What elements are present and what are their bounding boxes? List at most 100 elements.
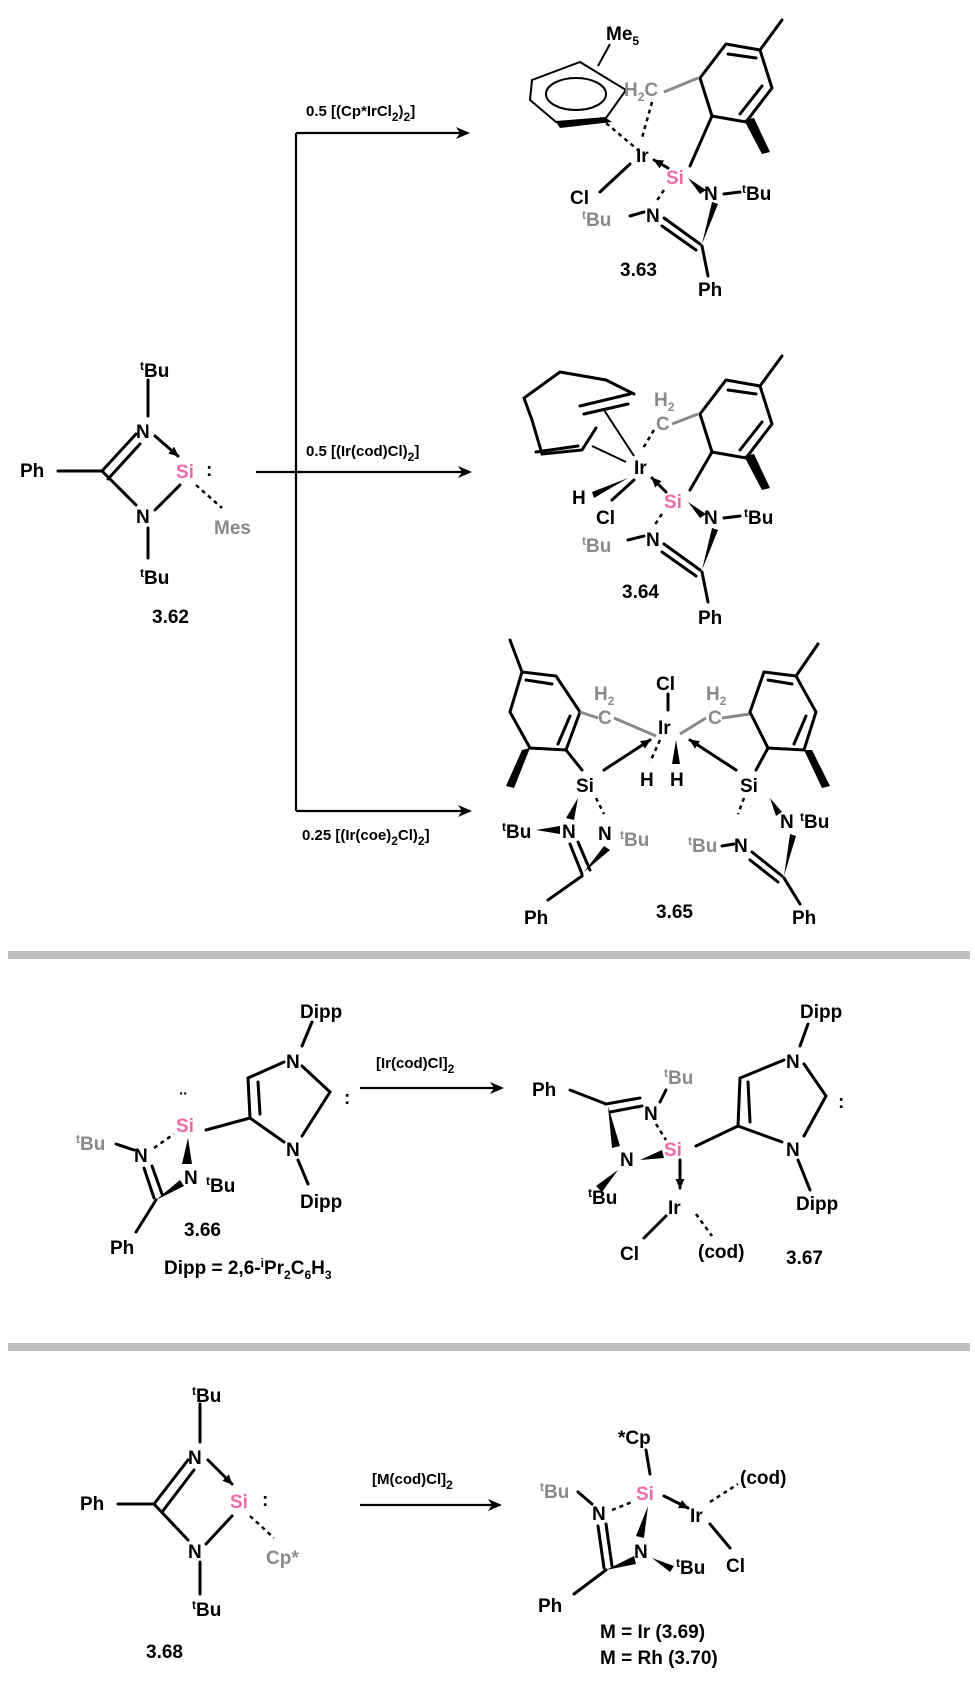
si-atom: Si: [230, 1492, 248, 1513]
dative-arrow: [206, 1458, 234, 1486]
bond: [688, 114, 714, 168]
bond: [796, 1158, 812, 1192]
mes-group: Mes: [214, 518, 251, 539]
compound-3-67: Ph tBu N N Si tBu Ir Cl (cod) N N: [532, 1002, 844, 1269]
ir-atom: Ir: [668, 1198, 681, 1219]
si-atom-right: Si: [740, 776, 758, 797]
hash-bond: [652, 513, 664, 527]
wedge: [608, 1106, 620, 1148]
hash-bond: [736, 797, 746, 815]
n-atom-bottom: N: [136, 507, 150, 528]
section-1: tBu N Ph Si : N Mes tBu 3.62 0.5 [(: [20, 18, 830, 929]
bond: [598, 162, 632, 194]
section-divider-1: [8, 951, 970, 959]
n-atom: N: [646, 206, 660, 227]
hash-bond: [195, 484, 223, 509]
cod-ring-upper: [522, 370, 636, 422]
bond: [722, 514, 742, 520]
si-atom: Si: [176, 462, 194, 483]
wedge: [784, 834, 796, 876]
bond: [694, 1124, 740, 1148]
imidazole-ring: [736, 1058, 786, 1128]
tbu-bottom: tBu: [140, 566, 169, 589]
tbu-label: tBu: [588, 1186, 617, 1209]
bond: [660, 550, 698, 578]
bond: [726, 52, 758, 60]
wedge: [652, 1558, 674, 1572]
bond: [524, 678, 554, 686]
bond: [106, 442, 142, 481]
bond: [792, 714, 808, 746]
compound-3-62: tBu N Ph Si : N Mes tBu 3.62: [20, 359, 251, 628]
bond: [564, 748, 584, 772]
bond: [604, 1096, 642, 1106]
wedge: [536, 826, 560, 834]
cl-atom: Cl: [596, 508, 615, 529]
tbu-gray: tBu: [582, 534, 611, 557]
hash-bond: [594, 797, 606, 815]
dative-arrow: [153, 434, 180, 458]
bond: [153, 483, 182, 512]
wedge: [566, 798, 578, 820]
compound-label: 3.67: [786, 1248, 823, 1269]
methyl-wedge: [744, 118, 770, 154]
bond: [644, 1448, 652, 1476]
cl-atom: Cl: [656, 674, 675, 695]
wedge: [606, 1556, 636, 1570]
wedge: [702, 528, 718, 570]
compound-label: 3.66: [184, 1220, 221, 1241]
wedge: [672, 740, 680, 764]
n-atom: N: [562, 822, 576, 843]
n-atom-top: N: [136, 422, 150, 443]
n-atom-bottom: N: [188, 1542, 202, 1563]
n-tbu-right: N: [704, 184, 718, 205]
bond: [300, 1064, 332, 1094]
bond: [160, 1468, 196, 1514]
bond: [582, 402, 630, 416]
compound-label: 3.64: [622, 582, 659, 603]
bond: [722, 190, 742, 196]
bond: [720, 842, 736, 848]
lone-pair: :: [206, 460, 212, 481]
me5-label: Me5: [606, 24, 639, 48]
n-atom: N: [286, 1140, 300, 1161]
c-right: C: [708, 708, 722, 729]
dipp-top: Dipp: [800, 1002, 842, 1023]
h2-right: H2: [706, 684, 727, 708]
bond: [738, 420, 764, 452]
compound-3-65: H2 C Cl Ir H2 C H H Si tBu N: [502, 638, 830, 929]
hash-bond: [640, 429, 656, 451]
bond: [782, 876, 802, 906]
bond: [604, 1522, 614, 1568]
cp-star: *Cp: [618, 1428, 651, 1449]
bond: [300, 1020, 314, 1048]
tbu-gray: tBu: [664, 1066, 693, 1089]
tbu-gray: tBu: [76, 1132, 105, 1155]
ir-atom: Ir: [658, 718, 671, 739]
h-atom: H: [572, 488, 586, 509]
bond: [100, 432, 138, 473]
ph-group: Ph: [80, 1494, 104, 1515]
bond: [508, 638, 524, 674]
tbu-label: tBu: [744, 506, 773, 529]
dative-arrow-left: [602, 738, 652, 772]
tbu-gray: tBu: [540, 1480, 569, 1503]
cl-atom: Cl: [726, 1556, 745, 1577]
bond: [534, 444, 580, 454]
bond: [591, 445, 627, 463]
bond: [204, 1116, 252, 1132]
tbu-left: tBu: [502, 820, 531, 843]
si-atom: Si: [664, 1140, 682, 1161]
bond: [603, 409, 635, 457]
bond: [597, 43, 611, 67]
cod-ligand: (cod): [740, 1468, 786, 1489]
h2-left: H2: [594, 684, 615, 708]
bond: [758, 354, 784, 388]
bond: [610, 478, 636, 502]
bond: [556, 714, 572, 746]
compound-label: 3.68: [146, 1642, 183, 1663]
hash-bond: [648, 739, 662, 763]
h-atom-right: H: [670, 770, 684, 791]
bond: [642, 1214, 668, 1240]
compound-3-66: Dipp N : N Dipp ¨ Si tBu N N tBu: [76, 1002, 350, 1282]
